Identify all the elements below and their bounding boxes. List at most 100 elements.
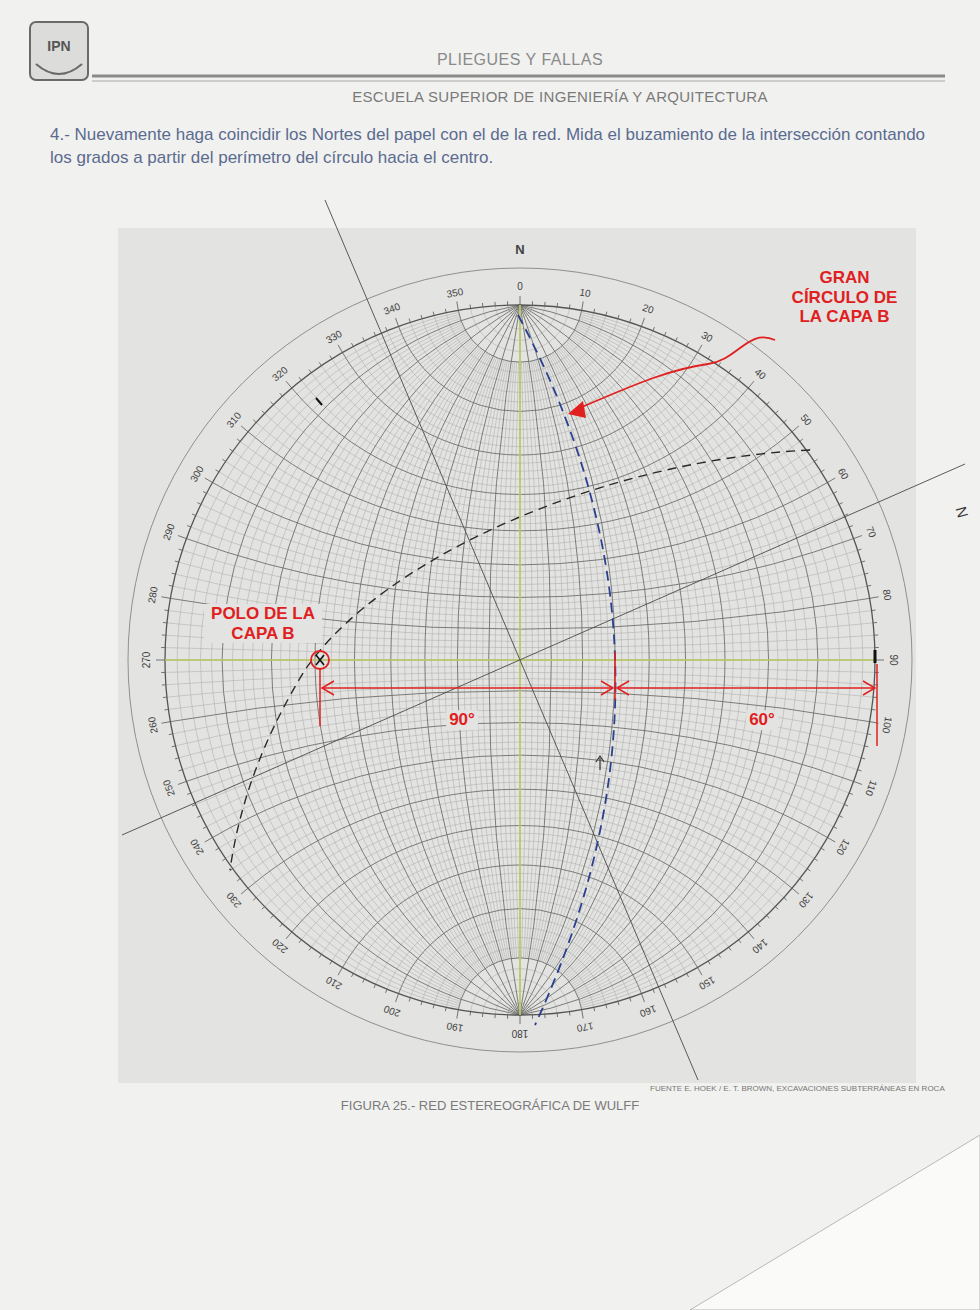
degree-tick [445,309,447,313]
degree-tick [821,470,824,472]
degree-tick [800,879,803,881]
degree-tick [161,647,165,648]
degree-number: 210 [323,974,343,992]
degree-tick [557,1013,558,1017]
degree-tick [864,573,868,575]
figure-ground [118,228,916,1083]
degree-tick [187,526,191,527]
degree-tick [271,402,274,405]
degree-tick [719,954,721,957]
degree-number: 0 [517,281,523,293]
degree-number: 330 [323,328,343,346]
pole-mark [316,655,324,665]
degree-tick [179,549,183,550]
degree-tick [309,947,311,950]
header-rule [92,81,945,82]
degree-tick [163,697,167,698]
degree-number: 310 [224,410,244,430]
degree-tick [172,573,176,575]
mark-tick [874,650,877,663]
dimension-label: 90° [446,710,478,730]
dimension-tick [319,668,321,726]
degree-tick [175,561,179,562]
reference-line [122,464,965,835]
degree-tick [708,961,710,964]
degree-tick [299,940,301,943]
degree-tick [230,449,233,451]
degree-tick [676,979,678,983]
degree-tick [814,459,817,461]
degree-tick [169,733,173,735]
degree-tick [163,622,167,623]
degree-tick [179,770,183,771]
degree-tick [396,994,399,1002]
degree-tick [630,319,631,323]
great-circle-layer-b [518,315,615,1025]
degree-tick [849,526,853,527]
degree-tick [729,370,731,373]
degree-tick [409,998,410,1002]
degree-tick [821,848,824,850]
page-header: PLIEGUES Y FALLAS [437,51,603,69]
degree-tick [482,1013,483,1017]
degree-number: 170 [576,1020,594,1034]
degree-number: 130 [796,890,816,910]
degree-tick [164,709,168,711]
dimension-line [617,687,875,689]
logo-frame [30,22,88,80]
degree-tick [203,827,207,829]
degree-tick [197,816,201,818]
degree-number: 290 [161,523,178,543]
degree-tick [271,915,274,918]
degree-tick [872,610,876,612]
degree-number: 260 [146,716,160,734]
degree-tick [605,312,607,316]
degree-number: 70 [863,525,878,539]
degree-tick [280,393,283,396]
degree-tick [237,879,240,881]
degree-tick [532,1015,533,1019]
degree-tick [653,989,654,993]
degree-number: 180 [512,1027,529,1039]
degree-tick [203,491,207,493]
degree-tick [286,932,292,939]
degree-tick [178,536,186,539]
degree-tick [161,672,165,673]
degree-number: 140 [750,936,770,956]
degree-tick [775,411,778,414]
degree-tick [187,793,191,794]
degree-tick [162,722,171,724]
degree-tick [169,585,173,587]
degree-tick [792,426,799,432]
degree-tick [767,402,770,405]
degree-tick [833,827,837,829]
degree-number: 100 [880,716,894,734]
degree-number: 350 [446,286,464,300]
dimension-tick [876,664,878,746]
degree-tick [457,1010,459,1019]
school-name: ESCUELA SUPERIOR DE INGENIERÍA Y ARQUITE… [352,88,768,105]
degree-number: 20 [640,302,654,317]
logo-text: IPN [47,38,70,54]
degree-number: 60 [835,466,851,481]
degree-tick [374,332,376,336]
degree-tick [363,979,365,983]
degree-number: 110 [862,778,878,797]
source-note: FUENTE E. HOEK / E. T. BROWN, EXCAVACION… [650,1084,945,1093]
degree-tick [299,377,301,380]
degree-tick [433,312,435,316]
degree-tick [164,610,168,612]
degree-tick [864,745,868,747]
degree-number: 230 [224,890,244,910]
callout-arrowhead [568,401,586,418]
dimension-line [322,687,613,689]
degree-tick [870,597,879,599]
degree-number: 30 [699,329,714,345]
degree-tick [854,781,862,784]
degree-tick [653,327,654,331]
degree-tick [874,634,878,635]
degree-tick [873,622,877,623]
degree-tick [507,301,508,305]
degree-tick [338,967,343,975]
